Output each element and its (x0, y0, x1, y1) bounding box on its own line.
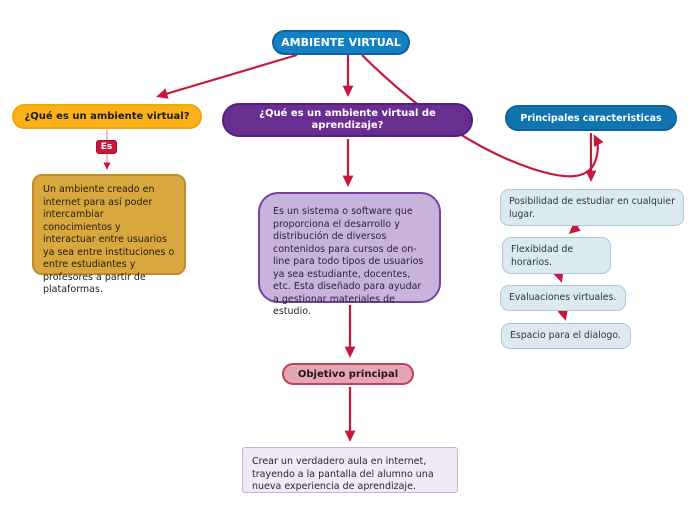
characteristic-text-4: Espacio para el dialogo. (510, 330, 621, 341)
arrow-root-to-question-left (156, 53, 298, 99)
definition-center-node[interactable]: Es un sistema o software que proporciona… (258, 192, 441, 317)
characteristic-node-1[interactable]: Posibilidad de estudiar en cualquier lug… (500, 189, 684, 226)
characteristic-node-3[interactable]: Evaluaciones virtuales. (500, 285, 626, 311)
characteristic-node-4[interactable]: Espacio para el dialogo. (501, 323, 631, 349)
root-node-label: AMBIENTE VIRTUAL (281, 36, 401, 49)
question-center-node[interactable]: ¿Qué es un ambiente virtual de aprendiza… (222, 103, 473, 137)
characteristics-header-label: Principales caracteristicas (520, 112, 662, 124)
question-left-label: ¿Qué es un ambiente virtual? (24, 111, 190, 122)
question-center-label: ¿Qué es un ambiente virtual de aprendiza… (259, 107, 436, 132)
characteristic-text-1: Posibilidad de estudiar en cualquier lug… (509, 196, 675, 220)
es-label: Es (100, 142, 113, 152)
es-label-chip[interactable]: Es (96, 140, 117, 154)
objective-label: Objetivo principal (297, 368, 399, 380)
definition-left-text: Un ambiente creado en internet para así … (43, 184, 175, 296)
root-node[interactable]: AMBIENTE VIRTUAL (272, 30, 410, 55)
objective-description-node[interactable]: Crear un verdadero aula en internet, tra… (242, 447, 458, 493)
arrow-item2-to-item3 (553, 270, 564, 283)
objective-node[interactable]: Objetivo principal (282, 363, 414, 385)
characteristic-node-2[interactable]: Flexibidad de horarios. (502, 237, 611, 274)
characteristic-text-3: Evaluaciones virtuales. (509, 292, 617, 303)
definition-center-text: Es un sistema o software que proporciona… (273, 206, 424, 318)
arrow-item3-to-item4 (557, 308, 568, 321)
definition-left-node[interactable]: Un ambiente creado en internet para así … (32, 174, 186, 295)
characteristic-text-2: Flexibidad de horarios. (511, 244, 574, 268)
question-left-node[interactable]: ¿Qué es un ambiente virtual? (12, 104, 202, 129)
characteristics-header-node[interactable]: Principales caracteristicas (505, 105, 677, 131)
objective-description-text: Crear un verdadero aula en internet, tra… (252, 456, 434, 493)
arrow-item1-to-item2 (568, 222, 581, 234)
